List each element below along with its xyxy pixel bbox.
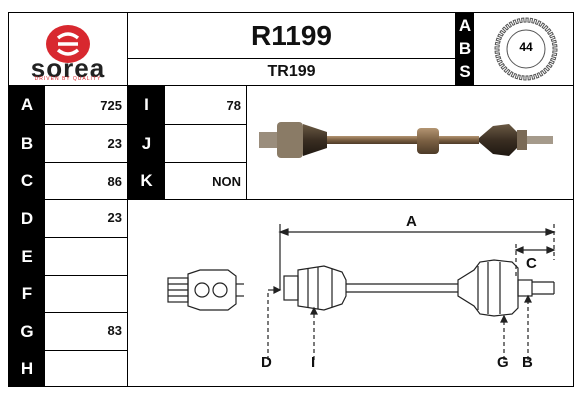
spec-value-e <box>45 238 127 275</box>
tone-ring-gear-icon <box>494 17 558 81</box>
shaft-right-icon <box>439 136 479 144</box>
spec-label-h: H <box>9 351 45 386</box>
outer-stub-icon <box>527 136 553 144</box>
spec-value-d: 23 <box>107 210 122 225</box>
inner-joint-housing-icon <box>277 122 303 158</box>
inner-joint-detail-icon <box>167 269 244 311</box>
spec-label-k: K <box>128 163 165 199</box>
spec-label-d: D <box>9 200 45 237</box>
spec-value-g: 83 <box>107 323 122 338</box>
logo: sorea DRIVEN BY QUALITY <box>9 13 127 85</box>
damper-icon <box>417 128 439 154</box>
spec-label-a: A <box>9 86 45 124</box>
abs-letter-a: A <box>458 16 472 35</box>
spec-label-i: I <box>128 86 165 124</box>
header-divider-1 <box>127 12 128 85</box>
spec-label-f: F <box>9 276 45 312</box>
spec-label-e: E <box>9 238 45 275</box>
product-photo <box>259 122 553 158</box>
diagram-top-line <box>127 199 574 200</box>
dimension-label-c: C <box>526 255 537 272</box>
spec-value-b: 23 <box>107 136 122 151</box>
inner-boot-icon <box>303 124 327 156</box>
technical-diagram: A C D I G B <box>167 213 556 371</box>
gear-inner-circle-icon <box>506 29 546 69</box>
spec-value-k: NON <box>212 173 241 189</box>
spec-label-g: G <box>9 313 45 350</box>
dimension-label-d: D <box>261 354 272 371</box>
spec-value-a: 725 <box>100 97 122 113</box>
spec2-divider <box>246 85 247 200</box>
outer-boot-icon <box>479 124 517 156</box>
dimension-label-g: G <box>497 354 509 371</box>
header-bottom-line <box>8 85 574 86</box>
spec-value-c: 86 <box>107 173 122 189</box>
spec-value-f <box>45 276 127 312</box>
abs-column: A B S <box>456 13 474 85</box>
spec-value-h <box>45 351 127 386</box>
inner-joint-stub-icon <box>259 132 281 148</box>
logo-tagline: DRIVEN BY QUALITY <box>34 76 102 82</box>
shaft-outline-icon <box>283 259 555 317</box>
spec-label-j: J <box>128 125 165 162</box>
logo-mark <box>46 25 90 63</box>
shaft-left-icon <box>327 136 417 144</box>
dimension-a-line-icon <box>278 224 556 290</box>
gear-teeth-icon <box>494 17 558 81</box>
spec-value-j <box>165 125 246 162</box>
outer-joint-icon <box>517 130 527 150</box>
tone-ring: 44 <box>490 14 562 84</box>
dimension-label-i: I <box>311 354 315 371</box>
spec-label-b: B <box>9 125 45 162</box>
dimension-label-a: A <box>406 213 417 230</box>
part-number: R1199 <box>251 19 332 51</box>
dimension-label-b: B <box>522 354 533 371</box>
header-divider-2 <box>455 12 456 85</box>
spec-value-i: 78 <box>226 97 241 113</box>
abs-letter-b: B <box>458 39 472 58</box>
spec-col-divider <box>127 85 128 387</box>
spec-label-c: C <box>9 163 45 199</box>
abs-letter-s: S <box>459 62 471 81</box>
logo-brand: sorea <box>30 53 106 83</box>
tone-ring-teeth-count: 44 <box>519 40 533 54</box>
logo-s-icon <box>56 32 80 56</box>
reference-number: TR199 <box>267 63 316 80</box>
header-mid-line <box>127 58 455 59</box>
dimension-c-line-icon <box>514 244 556 276</box>
